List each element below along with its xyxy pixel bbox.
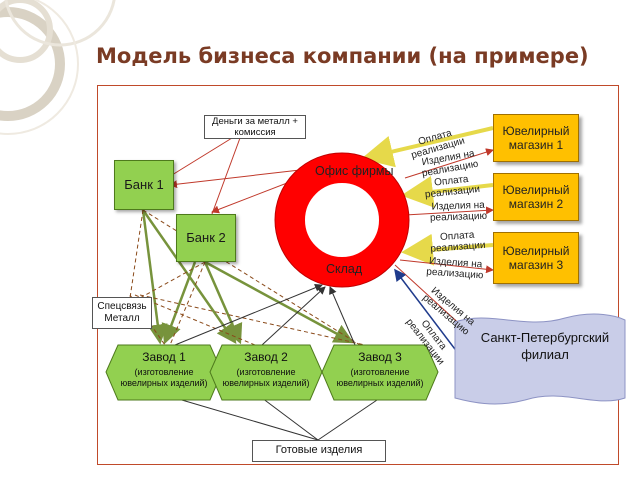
factory-3-desc: (изготовление ювелирных изделий) (336, 367, 424, 388)
store-1: Ювелирный магазин 1 (493, 114, 579, 162)
dashed-bank2-f1 (169, 261, 206, 346)
office-warehouse-ring (274, 152, 410, 288)
arrow-bank2-factory2 (203, 261, 243, 345)
branch-shape (454, 313, 626, 405)
factory-1-name: Завод 1 (142, 350, 186, 364)
arrow-bank2-factory3 (204, 260, 355, 344)
warehouse-label: Склад (326, 262, 363, 276)
factory-1: Завод 1 (изготовление ювелирных изделий) (110, 350, 218, 389)
line-note-bank1 (171, 137, 233, 176)
flow-label-payment-3: Оплата реализации (430, 229, 486, 255)
arrow-bank1-factory1 (141, 209, 168, 345)
line-note-bank2 (211, 137, 241, 215)
arrow-bank2-factory1 (161, 261, 197, 345)
bank-2-label: Банк 2 (186, 230, 226, 246)
branch-label: Санкт-Петербургский филиал (480, 330, 610, 362)
store-3-label: Ювелирный магазин 3 (502, 243, 570, 272)
arrow-warehouse-store1 (404, 148, 494, 179)
arrow-factory3-warehouse (329, 286, 356, 346)
arrow-office-bank1 (169, 169, 301, 189)
arrow-factory1-warehouse (174, 283, 323, 346)
factory-1-hex (105, 344, 223, 401)
special-metal-box: Спецсвязь Металл (92, 297, 152, 329)
arrow-factory2-warehouse (261, 286, 326, 346)
factory-3-name: Завод 3 (358, 350, 402, 364)
factory-2-hex (209, 344, 323, 401)
arrow-store2-office (401, 175, 494, 208)
finished-goods-text: Готовые изделия (275, 444, 363, 457)
flow-label-goods-2: Изделия на реализацию (429, 199, 488, 224)
bank-2: Банк 2 (176, 214, 236, 262)
arrow-store3-office (401, 233, 494, 266)
line-finished-f1 (174, 397, 319, 441)
factory-3-hex (321, 344, 439, 401)
store-2: Ювелирный магазин 2 (493, 173, 579, 221)
factory-2-desc: (изготовление ювелирных изделий) (222, 367, 310, 388)
store-3: Ювелирный магазин 3 (493, 232, 579, 284)
store-2-label: Ювелирный магазин 2 (502, 182, 570, 211)
arrow-warehouse-store3 (399, 259, 494, 274)
money-note: Деньги за металл + комиссия (204, 115, 306, 139)
page-title: Модель бизнеса компании (на примере) (96, 44, 589, 68)
bank-1-label: Банк 1 (124, 177, 164, 193)
line-finished-f2 (261, 397, 319, 441)
dashed-special-f2 (134, 294, 256, 346)
factory-3: Завод 3 (изготовление ювелирных изделий) (326, 350, 434, 389)
money-note-text: Деньги за металл + комиссия (212, 115, 298, 138)
dashed-bank2-special (139, 261, 206, 299)
dashed-special-f3 (139, 294, 366, 346)
special-metal-text: Спецсвязь Металл (97, 301, 147, 324)
store-1-label: Ювелирный магазин 1 (502, 123, 570, 152)
line-finished-f3 (317, 397, 381, 441)
arrow-store1-office (361, 126, 494, 168)
arrow-warehouse-store2 (404, 206, 494, 216)
office-label: Офис фирмы (315, 164, 394, 178)
diagram-frame (97, 85, 619, 465)
bank-1: Банк 1 (114, 160, 174, 210)
dashed-bank1-special (129, 209, 144, 299)
factory-1-desc: (изготовление ювелирных изделий) (120, 367, 208, 388)
factory-2: Завод 2 (изготовление ювелирных изделий) (214, 350, 318, 389)
finished-goods-box: Готовые изделия (252, 440, 386, 462)
factory-2-name: Завод 2 (244, 350, 288, 364)
